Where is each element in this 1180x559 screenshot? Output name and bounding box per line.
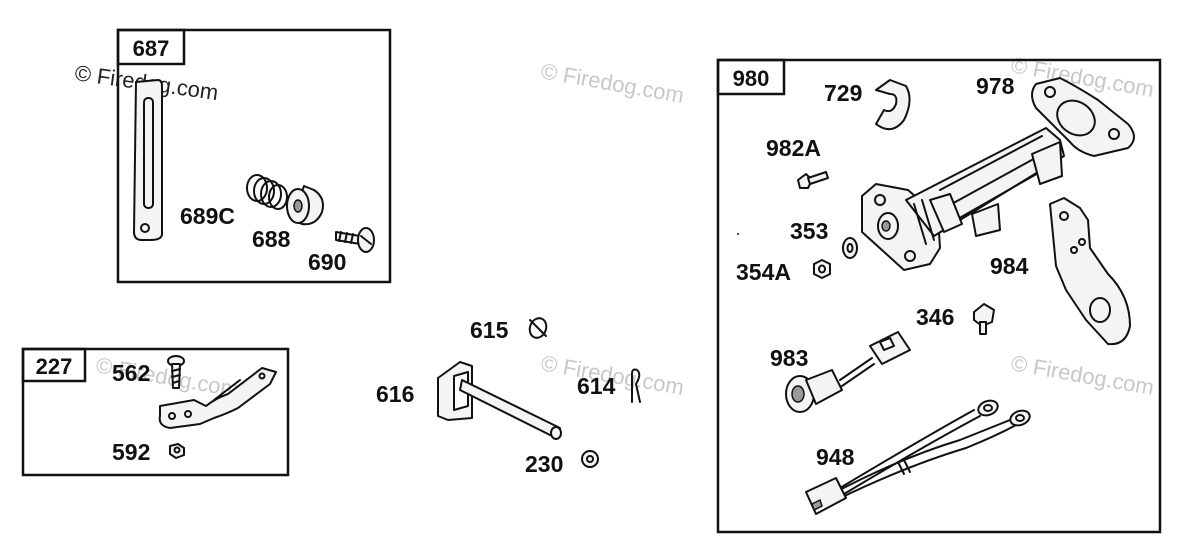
part-label-948: 948	[816, 444, 855, 470]
sensor-body-part	[861, 127, 1065, 271]
part-label-562: 562	[112, 360, 150, 386]
registration-dot	[737, 233, 739, 235]
spring-part	[246, 174, 288, 210]
group-frame-980	[716, 58, 1162, 534]
screw-346-part	[973, 303, 995, 335]
part-label-983: 983	[770, 345, 808, 371]
part-label-615: 615	[470, 317, 509, 343]
part-label-616: 616	[376, 381, 414, 407]
group-frame-687	[116, 28, 392, 284]
wire-harness-948-part	[805, 399, 1031, 515]
part-label-689c: 689C	[180, 203, 235, 229]
shaft-616-part	[437, 361, 562, 440]
part-label-982a: 982A	[766, 135, 821, 161]
connector-983-part	[785, 331, 911, 413]
part-label-230: 230	[525, 451, 563, 477]
hairpin-614-part	[631, 368, 641, 403]
clip-615-part	[528, 317, 548, 339]
group-tag-227	[21, 347, 87, 383]
part-label-592: 592	[112, 439, 150, 465]
nut-592-part	[169, 443, 185, 459]
watermark-4: © Firedog.com	[1009, 350, 1156, 400]
part-label-688: 688	[252, 226, 291, 252]
group-label-227: 227	[36, 354, 73, 379]
group-label-687: 687	[133, 36, 170, 61]
clamp-729-part	[875, 79, 911, 131]
part-label-353: 353	[790, 218, 828, 244]
group-frame-227	[21, 347, 290, 477]
lockwasher-353-part	[842, 237, 858, 259]
screw-part	[335, 227, 375, 253]
group-label-980: 980	[733, 66, 770, 91]
group-box-687: 687 689C 688	[116, 28, 392, 284]
part-label-346: 346	[916, 304, 954, 330]
washer-230-part	[581, 450, 599, 468]
nut-354a-part	[813, 259, 831, 279]
group-tag-687	[116, 28, 186, 66]
screw-562-part	[167, 355, 185, 389]
part-label-690: 690	[308, 249, 346, 275]
part-label-729: 729	[824, 80, 862, 106]
linkage-bracket-part	[158, 367, 277, 429]
middle-parts: 615 616 614 230	[376, 317, 641, 477]
part-label-984: 984	[990, 253, 1029, 279]
slotted-bracket-part	[133, 79, 163, 241]
part-label-978: 978	[976, 73, 1015, 99]
bushing-part	[286, 185, 324, 226]
gasket-978-part	[1031, 77, 1135, 157]
screw-982a-part	[797, 171, 829, 189]
group-tag-980	[716, 58, 786, 96]
group-box-227: 227 562 592	[21, 347, 290, 477]
part-label-354a: 354A	[736, 259, 791, 285]
watermark-1: © Firedog.com	[539, 58, 686, 108]
group-box-980: 980	[716, 58, 1162, 534]
part-label-614: 614	[577, 373, 616, 399]
bracket-984-part	[1049, 197, 1131, 346]
